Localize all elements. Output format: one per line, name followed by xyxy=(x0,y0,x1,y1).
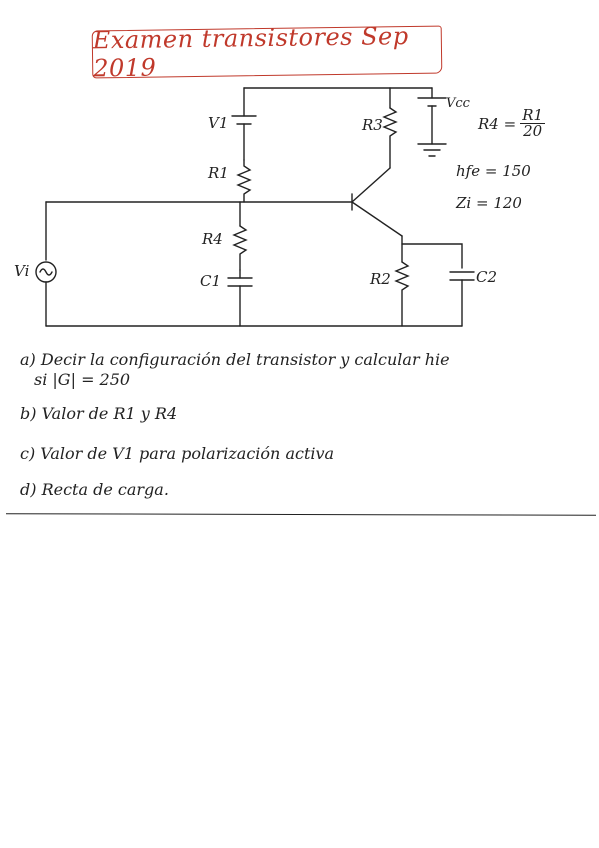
vi-sine xyxy=(39,268,53,276)
zi-param: Zi = 120 xyxy=(456,194,522,212)
question-c: c) Valor de V1 para polarización activa xyxy=(20,444,335,463)
r4-eq-denominator: 20 xyxy=(523,122,543,140)
r3-label: R3 xyxy=(362,116,383,134)
c1-capacitor-icon xyxy=(227,277,253,287)
question-b: b) Valor de R1 y R4 xyxy=(20,404,178,423)
hfe-param: hfe = 150 xyxy=(456,162,531,180)
r1-label: R1 xyxy=(208,164,229,182)
vi-label: Vi xyxy=(14,262,30,280)
r4-resistor-icon xyxy=(232,225,248,271)
vcc-label: Vcc xyxy=(446,96,470,111)
r3-resistor-icon xyxy=(382,107,398,169)
r4-label: R4 xyxy=(202,230,223,248)
question-a-line1: a) Decir la configuración del transistor… xyxy=(20,350,450,369)
r2-label: R2 xyxy=(370,270,391,288)
c2-wire-top xyxy=(401,243,463,269)
c2-label: C2 xyxy=(476,268,498,286)
v1-battery-icon xyxy=(231,115,257,125)
r1-resistor-icon xyxy=(236,159,252,203)
question-a-line2: si |G| = 250 xyxy=(34,370,131,389)
vcc-battery-icon xyxy=(417,97,447,107)
ground-icon xyxy=(417,143,447,157)
c2-capacitor-icon xyxy=(449,271,475,281)
r4-eq-fraction: R1 20 xyxy=(520,106,546,140)
v1-label: V1 xyxy=(208,114,229,132)
question-d: d) Recta de carga. xyxy=(20,480,169,499)
r4-eq-numerator: R1 xyxy=(520,106,546,124)
r4-eq-lhs: R4 = xyxy=(478,114,517,133)
transistor-emitter xyxy=(351,201,403,237)
c1-label: C1 xyxy=(200,272,222,290)
r2-resistor-icon xyxy=(394,261,410,327)
r4-equation: R4 = R1 20 xyxy=(478,106,546,140)
transistor-collector xyxy=(351,167,391,203)
